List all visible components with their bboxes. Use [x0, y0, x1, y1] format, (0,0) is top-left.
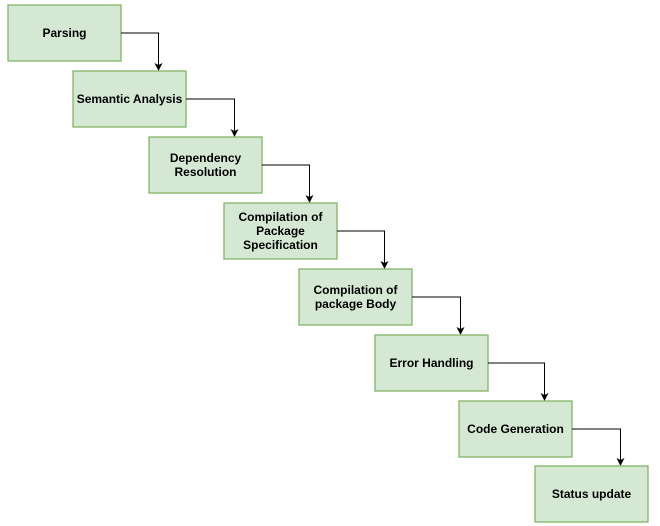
step-box-shape — [298, 268, 413, 326]
flow-arrow — [121, 32, 163, 71]
step-label: Dependency — [170, 151, 242, 165]
flow-arrow — [572, 428, 625, 466]
step-label: Package — [256, 224, 305, 238]
step-box: Error Handling — [374, 334, 489, 392]
step-label: Status update — [552, 487, 632, 501]
step-box-shape — [458, 400, 573, 458]
step-label: Semantic Analysis — [77, 92, 183, 106]
step-label: Error Handling — [389, 356, 473, 370]
step-box-shape — [7, 4, 122, 62]
step-box: Parsing — [7, 4, 122, 62]
flow-arrow — [488, 362, 549, 401]
step-box: Semantic Analysis — [72, 70, 187, 128]
step-label: Compilation of — [314, 283, 399, 297]
step-box-shape — [374, 334, 489, 392]
step-box-shape — [534, 465, 649, 523]
flow-arrow — [186, 98, 239, 137]
step-label: Parsing — [42, 26, 86, 40]
step-label: Code Generation — [467, 422, 564, 436]
step-box-shape — [148, 136, 263, 194]
step-label: Resolution — [175, 165, 237, 179]
step-box: Status update — [534, 465, 649, 523]
step-box-shape — [72, 70, 187, 128]
step-label: Specification — [243, 238, 318, 252]
flow-arrow — [262, 164, 314, 203]
step-label: package Body — [315, 297, 397, 311]
step-label: Compilation of — [239, 210, 324, 224]
flow-arrow — [412, 296, 465, 335]
step-box: Code Generation — [458, 400, 573, 458]
flow-arrow — [337, 230, 389, 269]
